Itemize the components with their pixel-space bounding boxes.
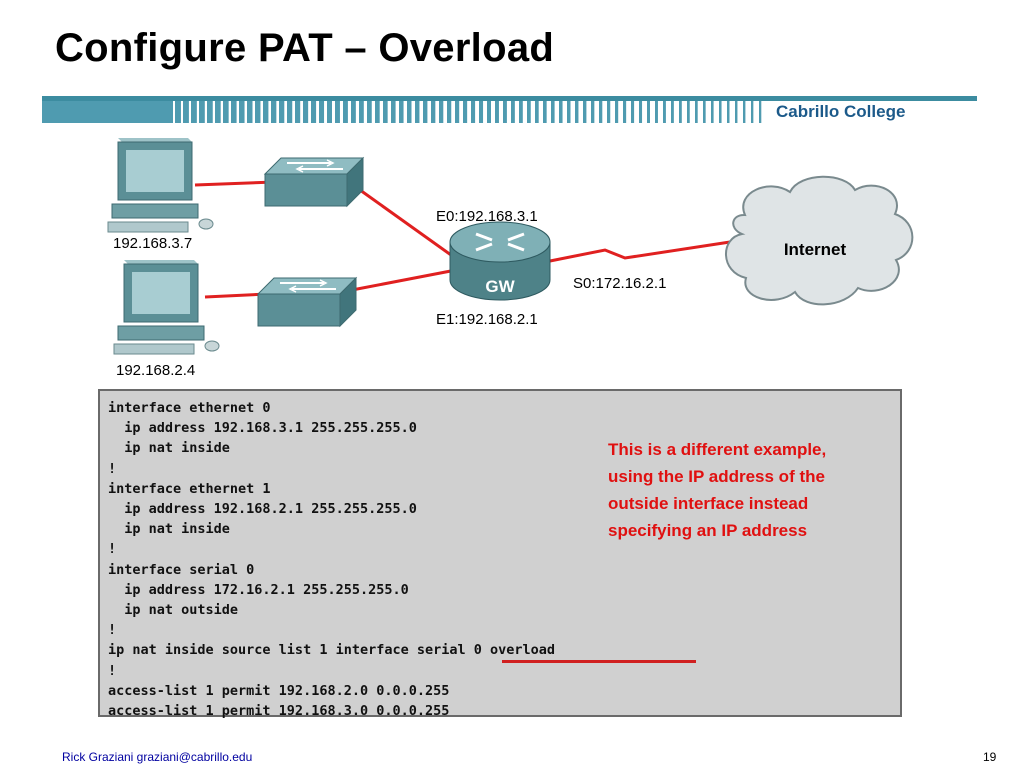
config-line: ip nat inside	[108, 521, 230, 538]
config-line: ip nat inside source list 1 interface se…	[108, 642, 556, 659]
footer-author: Rick Graziani graziani@cabrillo.edu	[62, 750, 253, 764]
switch-icon	[263, 156, 365, 208]
router-e1-label: E1:192.168.2.1	[436, 311, 538, 328]
config-line: interface serial 0	[108, 561, 255, 578]
link-switch1-router	[359, 188, 459, 262]
config-line: !	[108, 622, 117, 639]
pc-icon	[113, 260, 220, 355]
annotation-note: This is a different example, using the I…	[608, 440, 827, 540]
switch-icon	[256, 276, 358, 328]
config-line: interface ethernet 0	[108, 400, 271, 416]
router-icon: GW	[449, 221, 551, 301]
pc-icon	[107, 138, 214, 233]
link-pc1-switch1	[194, 180, 276, 187]
config-line: !	[108, 460, 117, 477]
host-ip-label: 192.168.3.7	[113, 235, 193, 252]
config-line: !	[108, 541, 117, 558]
cloud-label: Internet	[784, 240, 847, 259]
header-banner	[42, 96, 977, 123]
config-line: ip nat outside	[108, 602, 239, 619]
config-line: ip address 192.168.2.1 255.255.255.0	[108, 501, 417, 518]
serial-link	[544, 240, 731, 264]
host-ip-label: 192.168.2.4	[116, 362, 196, 379]
router-e0-label: E0:192.168.3.1	[436, 208, 538, 225]
config-line: access-list 1 permit 192.168.2.0 0.0.0.2…	[108, 682, 450, 699]
config-box: interface ethernet 0 ip address 192.168.…	[98, 389, 902, 719]
config-listing: interface ethernet 0 ip address 192.168.…	[108, 398, 555, 721]
config-line: ip address 192.168.3.1 255.255.255.0	[108, 420, 417, 437]
router-s0-label: S0:172.16.2.1	[573, 275, 667, 292]
config-line: interface ethernet 1	[108, 480, 271, 497]
college-name: Cabrillo College	[776, 102, 906, 121]
config-line: ip address 172.16.2.1 255.255.255.0	[108, 581, 409, 598]
config-line: ip nat inside	[108, 440, 230, 457]
network-diagram: GW Internet	[107, 138, 914, 355]
internet-cloud: Internet	[725, 175, 914, 306]
config-line: access-list 1 permit 192.168.3.0 0.0.0.2…	[108, 703, 450, 720]
highlight-underline	[502, 660, 696, 663]
config-line: !	[108, 662, 117, 679]
link-switch2-router	[351, 268, 457, 292]
slide-title: Configure PAT – Overload	[55, 26, 555, 70]
page-number: 19	[983, 750, 997, 764]
router-name: GW	[485, 277, 515, 296]
